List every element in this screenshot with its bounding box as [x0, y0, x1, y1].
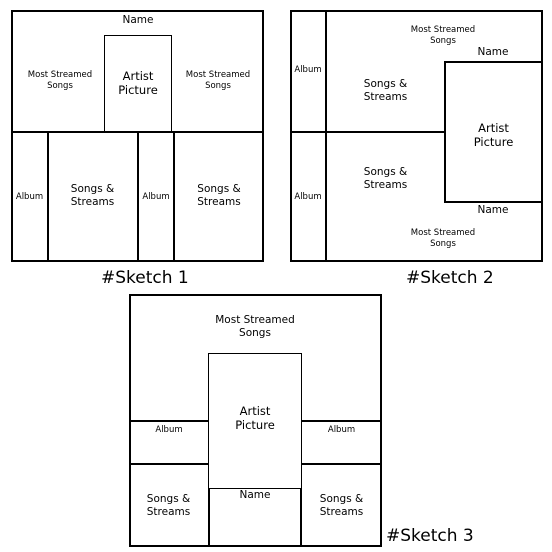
sketch-1-songs-left: Songs & Streams: [70, 182, 115, 208]
sketch-3-right-album-top: [301, 420, 382, 422]
sketch-1-most-streamed-right: Most Streamed Songs: [185, 70, 251, 91]
sketch-2-caption: #Sketch 2: [406, 268, 494, 288]
sketch-2-horizontal-divider: [290, 131, 445, 133]
sketch-1-artist-picture-label: Artist Picture: [118, 68, 158, 97]
sketch-1-album-right-divider-a: [137, 131, 139, 262]
sketch-1-caption: #Sketch 1: [101, 268, 189, 288]
sketch-2-album-top: Album: [294, 64, 322, 75]
sketch-2-artist-picture-label: Artist Picture: [473, 120, 514, 149]
sketch-3-left-album-bottom: [129, 463, 209, 465]
sketch-1-album-right-divider-b: [173, 131, 175, 262]
sketch-1-album-right: Album: [142, 191, 170, 202]
sketch-2-songs-top: Songs & Streams: [363, 77, 408, 103]
sketch-3-name-left-divider: [208, 488, 210, 547]
sketch-2-album-divider: [325, 10, 327, 262]
sketch-1-most-streamed-left: Most Streamed Songs: [27, 70, 93, 91]
sketch-1-songs-right: Songs & Streams: [197, 182, 241, 208]
sketch-2-artist-picture-box: [444, 61, 543, 203]
sketch-3-left-album-top: [129, 420, 209, 422]
sketch-3-right-album-bottom: [301, 463, 382, 465]
sketch-2-most-streamed-bottom: Most Streamed Songs: [410, 228, 476, 249]
sketch-3-name-label: Name: [239, 489, 271, 502]
sketch-3-songs-right: Songs & Streams: [319, 492, 364, 518]
sketch-1-album-left: Album: [15, 191, 44, 202]
sketch-2-album-bottom: Album: [294, 191, 322, 202]
sketch-2-songs-bottom: Songs & Streams: [363, 165, 408, 191]
sketch-1-album-left-divider: [47, 131, 49, 262]
sketch-3-name-right-divider: [300, 488, 302, 547]
sketch-3-album-right: Album: [327, 424, 356, 435]
sketch-3-most-streamed: Most Streamed Songs: [215, 313, 295, 339]
sketch-3-songs-left: Songs & Streams: [146, 492, 191, 518]
sketch-2-name-bottom: Name: [477, 204, 509, 217]
sketch-3-caption: #Sketch 3: [386, 526, 474, 546]
sketch-1-name-label: Name: [122, 14, 154, 27]
sketch-3-artist-picture-label: Artist Picture: [235, 403, 275, 432]
sketch-3-album-left: Album: [155, 424, 183, 435]
sketch-2-name-top: Name: [477, 46, 509, 59]
sketch-2-most-streamed-top: Most Streamed Songs: [410, 25, 476, 46]
